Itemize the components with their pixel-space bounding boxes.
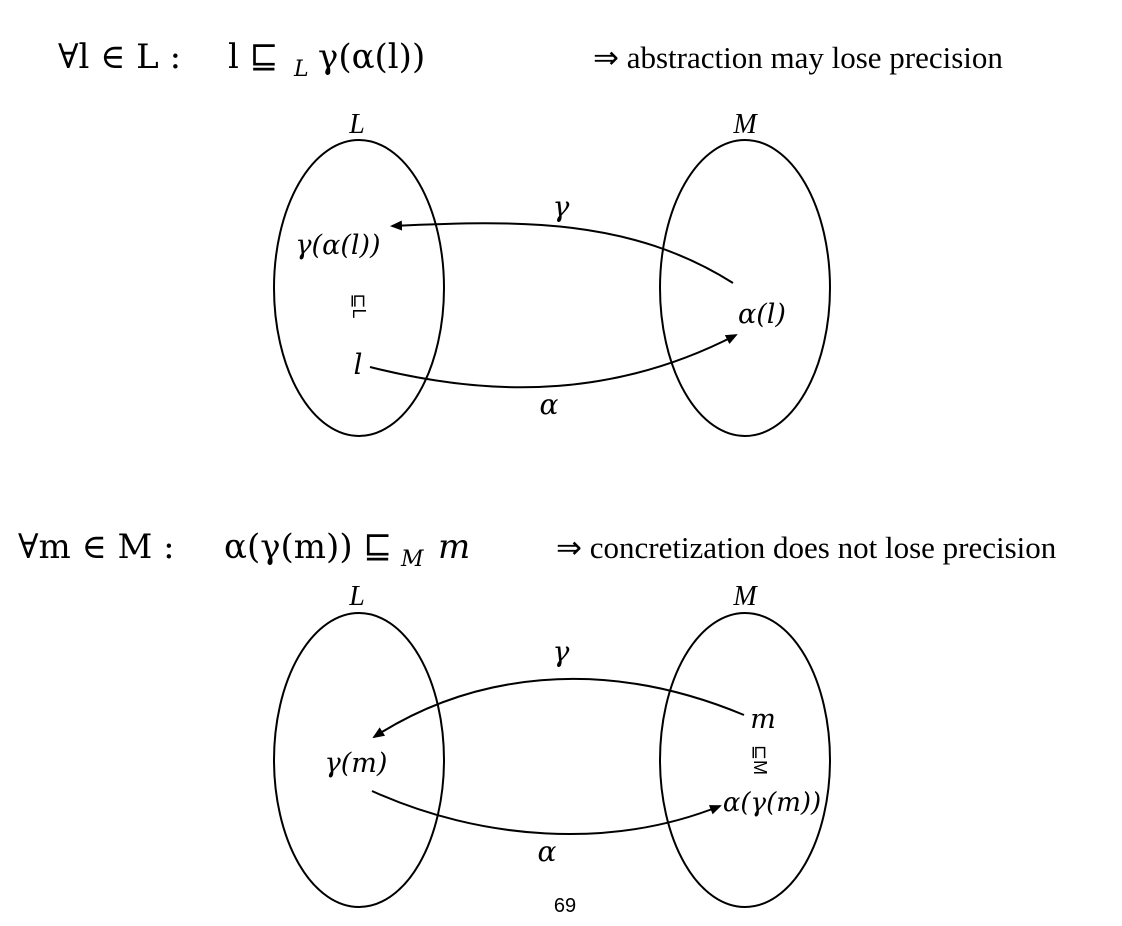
alpha-arrow (369, 334, 738, 389)
node-gamma-alpha-l: γ(α(l)) (295, 230, 380, 261)
section1-note: ⇒ abstraction may lose precision (593, 40, 1003, 75)
formula2-body: α(γ(m)) ⊑ (224, 527, 392, 567)
section2-formula: ∀m ∈ M : α(γ(m)) ⊑ M m (18, 527, 470, 572)
gamma-label: γ (553, 190, 570, 223)
formula2-tail: m (438, 527, 470, 567)
alpha-arrow-2 (371, 790, 722, 835)
set-l-label-2: L (348, 581, 365, 612)
section2-note: ⇒ concretization does not lose precision (556, 530, 1057, 565)
set-l-ellipse (273, 139, 445, 437)
gamma-label-2: γ (553, 635, 570, 668)
node-alpha-gamma-m: α(γ(m)) (723, 788, 821, 818)
formula2-subscript: M (400, 547, 424, 572)
section1-formula: ∀l ∈ L : l ⊑ L γ(α(l)) (58, 37, 425, 82)
section2-diagram: L M γ α γ(m) m ⊑M α(γ(m)) (273, 581, 831, 908)
set-m-ellipse (659, 139, 831, 437)
node-alpha-l: α(l) (738, 299, 786, 330)
section1-diagram: L M γ α γ(α(l)) ⊑L l α(l) (273, 109, 831, 437)
set-m-ellipse-2 (659, 612, 831, 908)
set-l-label: L (348, 109, 365, 140)
alpha-label: α (540, 388, 559, 421)
gamma-arrow (390, 220, 734, 284)
order-symbol-m: ⊑M (750, 745, 770, 775)
formula1-subscript: L (293, 57, 309, 82)
formula2-quantifier: ∀m ∈ M : (18, 527, 175, 567)
set-l-ellipse-2 (273, 612, 445, 908)
set-m-label: M (732, 109, 758, 140)
node-gamma-m: γ(m) (325, 748, 388, 779)
alpha-label-2: α (538, 835, 557, 868)
page-number: 69 (554, 895, 576, 917)
formula1-quantifier: ∀l ∈ L : (58, 37, 181, 77)
gamma-arrow-2 (372, 677, 745, 739)
set-m-label-2: M (732, 581, 758, 612)
node-m: m (750, 704, 776, 735)
order-symbol-l: ⊑L (349, 293, 369, 318)
formula1-tail: γ(α(l)) (318, 37, 425, 77)
formula1-body: l ⊑ (228, 37, 278, 77)
node-l: l (354, 348, 363, 381)
